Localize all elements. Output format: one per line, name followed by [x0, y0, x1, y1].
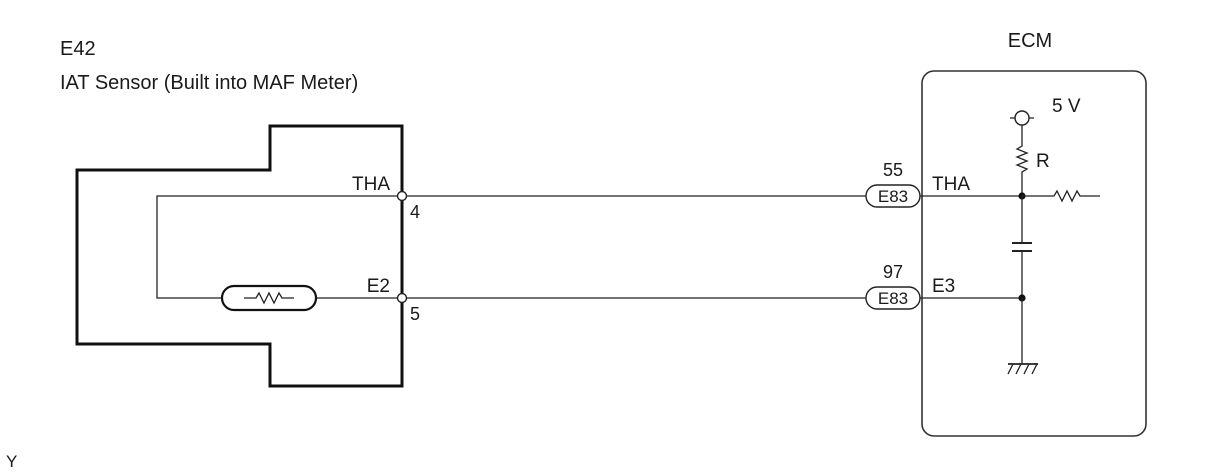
- sensor-pin-number-5: 5: [410, 304, 420, 324]
- connector-code-55: E83: [878, 187, 908, 206]
- ecm-title: ECM: [1008, 30, 1052, 52]
- ecm-connector-55: 55 E83: [865, 160, 921, 208]
- ecm-output-resistor-icon: [1048, 189, 1100, 203]
- sensor-code: E42: [60, 38, 96, 60]
- supply-label: 5 V: [1052, 96, 1081, 117]
- sensor-name: IAT Sensor (Built into MAF Meter): [60, 72, 358, 94]
- sensor-housing: [75, 124, 404, 388]
- sensor-pin-signal-tha: THA: [352, 174, 390, 195]
- sensor-terminal-tha: [396, 190, 408, 202]
- footer-mark: Y: [6, 452, 17, 471]
- resistor-label: R: [1036, 151, 1050, 172]
- sensor-pin-signal-e2: E2: [367, 276, 390, 297]
- supply-5v-icon: [1010, 110, 1034, 140]
- ecm-connector-97: 97 E83: [865, 262, 921, 310]
- ground-icon: [1007, 363, 1038, 375]
- connector-pin-55: 55: [883, 160, 903, 180]
- connector-code-97: E83: [878, 289, 908, 308]
- ecm-signal-tha: THA: [932, 174, 970, 195]
- ecm-box: [921, 70, 1147, 437]
- thermistor-icon: [220, 284, 318, 312]
- connector-pin-97: 97: [883, 262, 903, 282]
- sensor-internal-wire: [156, 195, 397, 299]
- sensor-pin-number-4: 4: [410, 202, 420, 222]
- pullup-resistor-icon: [1015, 140, 1029, 196]
- sensor-terminal-e2: [396, 292, 408, 304]
- ecm-signal-e3: E3: [932, 276, 955, 297]
